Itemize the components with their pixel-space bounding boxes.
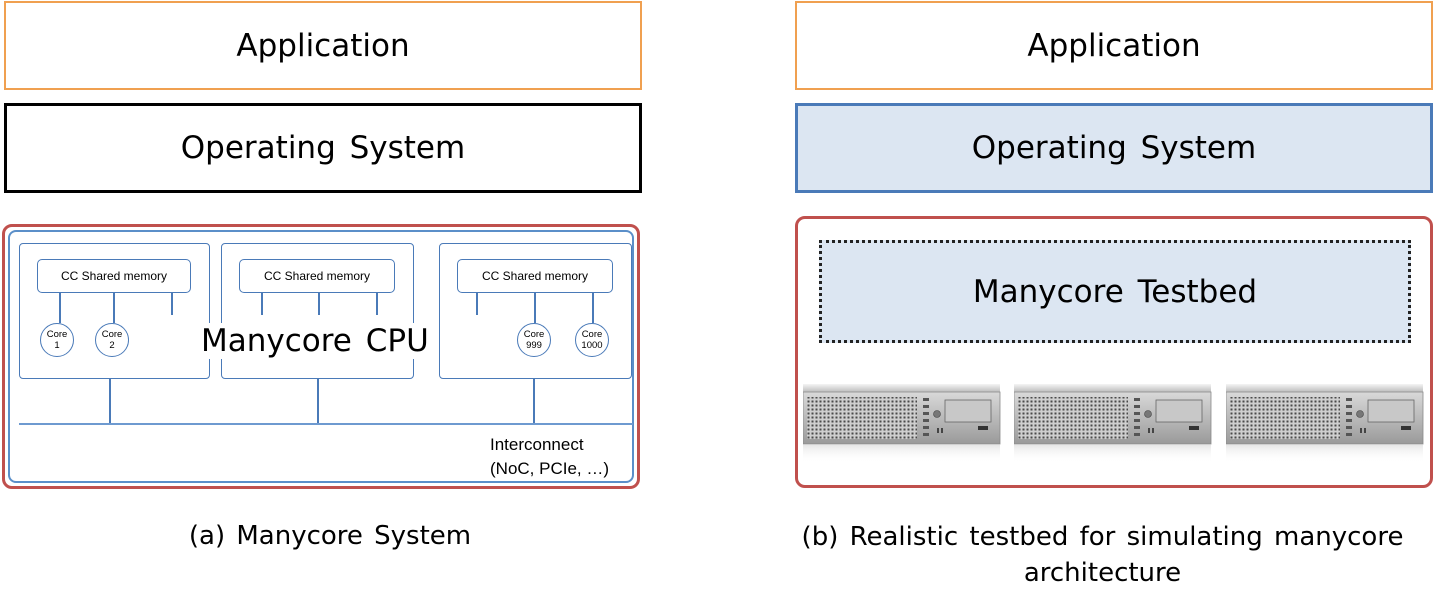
interconnect-title: Interconnect: [490, 435, 584, 454]
os-label-b: Operating System: [971, 130, 1257, 166]
core-999-number: 999: [526, 340, 542, 351]
shared-memory-label-3: CC Shared memory: [481, 269, 589, 283]
caption-b: (b) Realistic testbed for simulating man…: [795, 519, 1410, 591]
link-mem3-core1000: [592, 293, 594, 323]
interconnect-bus: [19, 423, 633, 425]
core-2-label: Core: [101, 329, 123, 340]
core-1000-label: Core: [581, 329, 603, 340]
core-999-label: Core: [523, 329, 545, 340]
shared-memory-3: CC Shared memory: [457, 259, 613, 293]
manycore-inner-frame: [8, 230, 634, 483]
link-mem1-core1: [59, 293, 61, 323]
core-1-label: Core: [46, 329, 68, 340]
bus-drop-1: [109, 379, 111, 424]
core-2-number: 2: [109, 340, 115, 351]
caption-a: (a) Manycore System: [188, 521, 472, 551]
testbed-label: Manycore Testbed: [972, 273, 1258, 310]
link-mem2-a: [261, 293, 263, 315]
shared-memory-1: CC Shared memory: [37, 259, 191, 293]
core-1-number: 1: [54, 340, 60, 351]
link-mem1-core2: [113, 293, 115, 323]
application-label-a: Application: [236, 27, 410, 64]
manycore-testbed-box: Manycore Testbed: [819, 240, 1411, 343]
interconnect-detail: (NoC, PCIe, …): [490, 459, 610, 478]
application-label-b: Application: [1027, 27, 1201, 64]
link-mem2-b: [318, 293, 320, 315]
shared-memory-2: CC Shared memory: [239, 259, 395, 293]
link-mem3-core999: [534, 293, 536, 323]
os-label-a: Operating System: [180, 130, 466, 166]
os-layer-a: Operating System: [4, 103, 642, 193]
caption-b-line2: architecture: [1023, 558, 1182, 588]
application-layer-a: Application: [4, 1, 642, 90]
application-layer-b: Application: [795, 1, 1433, 90]
interconnect-label: Interconnect (NoC, PCIe, …): [490, 433, 609, 481]
bus-drop-3: [533, 379, 535, 424]
server-1: [803, 384, 1001, 464]
link-mem3-stub: [476, 293, 478, 315]
shared-memory-label-2: CC Shared memory: [263, 269, 371, 283]
os-layer-b: Operating System: [795, 103, 1433, 193]
link-mem1-stub: [171, 293, 173, 315]
bus-drop-2: [317, 379, 319, 424]
link-mem2-c: [376, 293, 378, 315]
manycore-cpu-label: Manycore CPU: [193, 323, 437, 359]
core-1000-number: 1000: [581, 340, 603, 351]
server-3: [1226, 384, 1424, 464]
caption-b-line1: (b) Realistic testbed for simulating man…: [801, 522, 1404, 552]
shared-memory-label-1: CC Shared memory: [60, 269, 168, 283]
server-2: [1014, 384, 1212, 464]
